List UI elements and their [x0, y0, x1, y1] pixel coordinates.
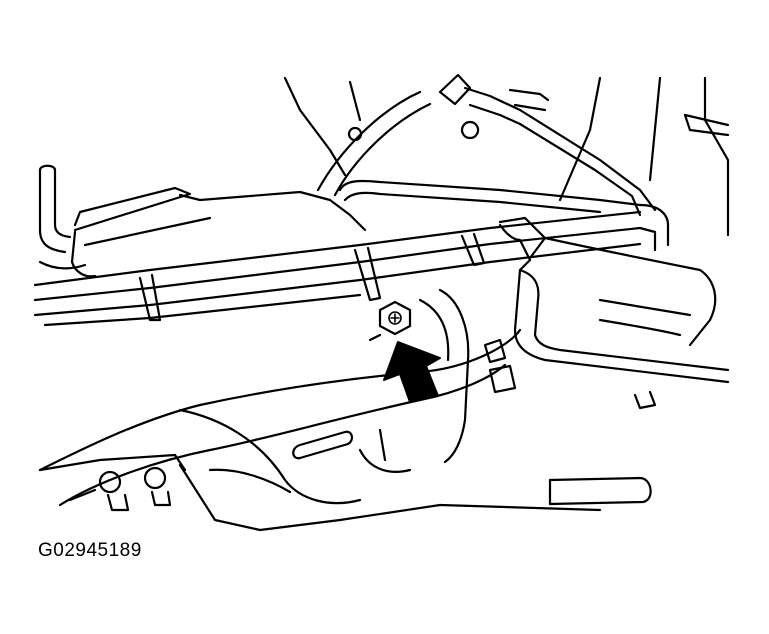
fuel-brake-line-bundle	[33, 179, 670, 327]
mounting-bolt	[368, 300, 412, 342]
lower-bracket	[38, 453, 602, 532]
upper-engine-housing	[283, 76, 730, 237]
callout-arrow	[383, 341, 441, 403]
lower-pipe-end	[548, 476, 652, 506]
right-pipe	[498, 216, 730, 410]
figure-id-label: G02945189	[38, 540, 142, 561]
exhaust-pipe	[38, 288, 522, 507]
arrow-pointing-to-bolt	[383, 341, 441, 403]
upper-heat-shield	[38, 186, 367, 278]
left-pipe-stub	[38, 164, 72, 254]
